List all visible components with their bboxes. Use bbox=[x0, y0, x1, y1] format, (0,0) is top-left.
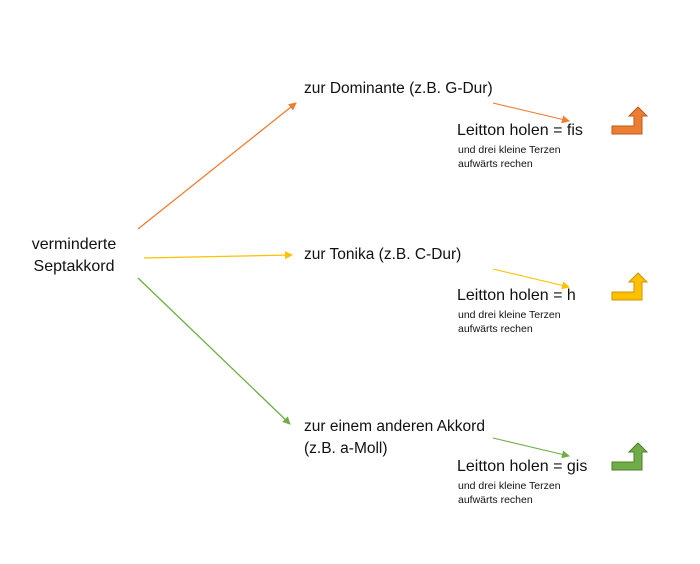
bent-up-arrow-icon bbox=[611, 442, 649, 471]
arrow-to-leitton-2 bbox=[492, 268, 570, 290]
leitton-text: Leitton holen = h bbox=[457, 287, 576, 304]
arrow-to-other-chord bbox=[137, 277, 291, 425]
target-label-line: (z.B. a-Moll) bbox=[304, 440, 388, 457]
bent-up-arrow-icon bbox=[611, 272, 649, 301]
note-text: und drei kleine Terzen aufwärts rechen bbox=[458, 143, 561, 171]
target-label-other-chord: zur einem anderen Akkord (z.B. a-Moll) bbox=[304, 416, 485, 460]
target-label-tonika: zur Tonika (z.B. C-Dur) bbox=[304, 244, 461, 266]
arrow-to-leitton-1 bbox=[492, 102, 570, 124]
arrow-to-tonika bbox=[143, 251, 293, 260]
note-line-2: aufwärts rechen bbox=[458, 323, 533, 335]
bent-up-arrow-icon bbox=[611, 106, 649, 135]
note-line-2: aufwärts rechen bbox=[458, 158, 533, 170]
note-line-2: aufwärts rechen bbox=[458, 494, 533, 506]
target-label-line: zur Dominante (z.B. G-Dur) bbox=[304, 80, 493, 97]
target-label-line: zur einem anderen Akkord bbox=[304, 418, 485, 435]
leitton-text: Leitton holen = gis bbox=[457, 458, 588, 475]
arrow-to-dominante bbox=[137, 102, 297, 230]
note-line-1: und drei kleine Terzen bbox=[458, 480, 561, 492]
source-node-label: verminderte Septakkord bbox=[14, 234, 134, 278]
note-text: und drei kleine Terzen aufwärts rechen bbox=[458, 308, 561, 336]
arrow-to-leitton-3 bbox=[492, 437, 570, 459]
note-text: und drei kleine Terzen aufwärts rechen bbox=[458, 479, 561, 507]
source-line-2: Septakkord bbox=[33, 258, 115, 275]
note-line-1: und drei kleine Terzen bbox=[458, 309, 561, 321]
leitton-text: Leitton holen = fis bbox=[457, 122, 583, 139]
target-label-line: zur Tonika (z.B. C-Dur) bbox=[304, 246, 462, 263]
note-line-1: und drei kleine Terzen bbox=[458, 144, 561, 156]
target-label-dominante: zur Dominante (z.B. G-Dur) bbox=[304, 78, 493, 100]
source-line-1: verminderte bbox=[31, 236, 117, 253]
